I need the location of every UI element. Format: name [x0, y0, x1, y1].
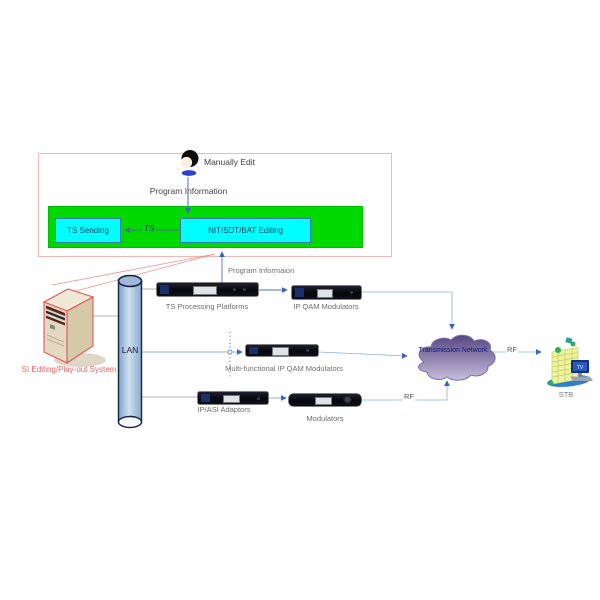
ip-asi-label: IP/ASI Adaptors	[197, 405, 251, 414]
stb-label: STB	[558, 390, 574, 399]
modulators-label: Modulators	[306, 414, 344, 423]
nit-sdt-bat-label: NIT/SDT/BAT Editing	[208, 226, 283, 235]
device-knob	[242, 287, 246, 291]
multi-qam-label: Multi-functional IP QAM Modulators	[225, 364, 343, 373]
ip-qam-label: IP QAM Modulators	[293, 302, 359, 311]
ts-processing-label: TS Processing Platforms	[165, 302, 249, 311]
gray-connectors	[93, 288, 198, 398]
device-knob	[256, 396, 260, 400]
tv-screen-label: TV	[577, 365, 584, 371]
stb-icon: TV	[547, 337, 593, 387]
device-accent	[295, 288, 304, 297]
editing-panel-frame	[38, 153, 392, 257]
device-screen	[223, 394, 240, 404]
lan-cylinder	[117, 274, 143, 429]
device-screen	[193, 285, 217, 296]
rf-modulator-label: RF	[403, 392, 415, 401]
multi-qam-device	[246, 345, 318, 356]
device-accent	[249, 347, 258, 354]
ip-qam-device	[292, 286, 361, 299]
lan-label: LAN	[121, 345, 139, 355]
junction-node	[227, 349, 233, 355]
program-informaion-label: Program Informaion	[228, 266, 295, 275]
ts-sending-label: TS Sending	[67, 226, 109, 235]
device-knob	[232, 287, 236, 291]
server-icon	[42, 288, 106, 367]
cloud-icon	[418, 334, 496, 381]
red-callout-lines	[51, 253, 216, 293]
device-knob	[349, 290, 353, 294]
ip-asi-device	[198, 392, 268, 404]
cloud-label: Transmission Network	[418, 347, 488, 354]
ts-sending-box: TS Sending	[55, 218, 121, 243]
device-accent	[160, 285, 169, 294]
device-screen	[314, 396, 333, 406]
nit-sdt-bat-box: NIT/SDT/BAT Editing	[180, 218, 311, 243]
program-information-label: Program Information	[149, 186, 228, 196]
device-screen	[316, 288, 334, 299]
device-screen	[271, 347, 290, 356]
person-icon	[180, 150, 199, 176]
device-knob	[306, 349, 310, 353]
modulators-device	[289, 394, 361, 406]
device-accent	[201, 394, 210, 402]
ts-arrow-label: TS	[142, 224, 157, 233]
manually-edit-label: Manually Edit	[204, 157, 256, 167]
ts-processing-device	[157, 283, 258, 296]
blue-connectors	[124, 177, 542, 401]
si-system-label: SI Editing/Play-out System	[21, 365, 117, 374]
rf-stb-label: RF	[506, 345, 518, 354]
device-grille	[343, 395, 352, 404]
